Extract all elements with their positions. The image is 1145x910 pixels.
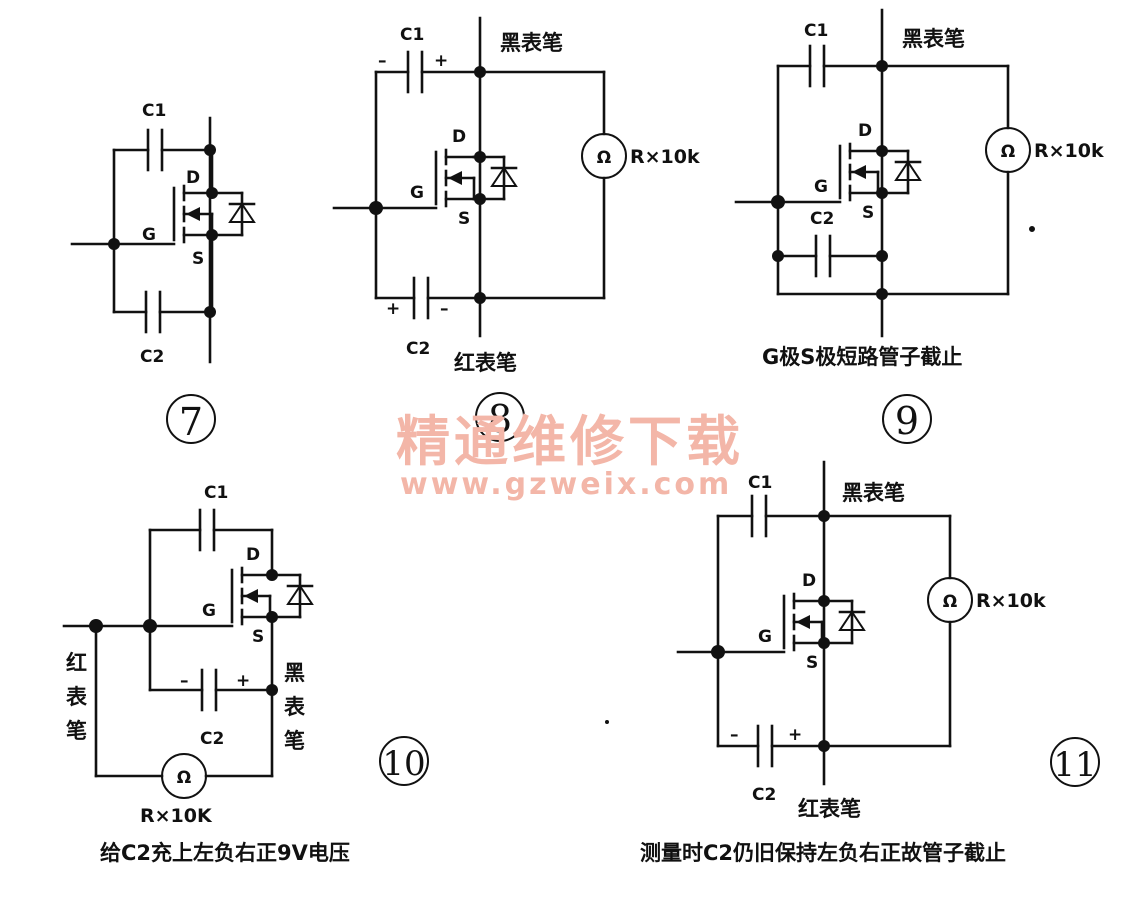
p10-ohm-symbol: Ω [177,768,191,788]
p11-g-label: G [758,627,772,647]
watermark-text: 精通维修下载 [396,410,744,473]
watermark: 精通维修下载 www.gzweix.com [396,410,744,502]
p9-black-probe: 黑表笔 [902,27,965,51]
p10-c2-label: C2 [200,729,224,749]
p11-c2-minus: – [730,725,739,745]
p10-c2-plus: + [236,671,250,691]
p10-black-probe-3: 笔 [284,729,305,753]
p9-c1-label: C1 [804,21,828,41]
p8-g-label: G [410,183,424,203]
p10-black-probe-2: 表 [284,695,306,719]
p11-c1-label: C1 [748,473,772,493]
p8-black-probe: 黑表笔 [500,31,563,55]
p7-c1-label: C1 [142,101,166,121]
p9-range-label: R×10k [1034,140,1104,162]
panel-7: C1 C2 D G S ⑦ 7 [70,101,256,444]
svg-text:8: 8 [488,397,512,441]
p9-c2-label: C2 [810,209,834,229]
p7-d-label: D [186,168,200,188]
p11-ohm-symbol: Ω [943,592,957,612]
panel-8: Ω R×10k C1 – + + – C2 D G S 黑表笔 红表笔 ⑧ [332,16,700,442]
p10-red-probe-3: 笔 [66,719,87,743]
p10-c2-minus: – [180,671,189,691]
p8-c1-plus: + [434,51,448,71]
p10-black-probe-1: 黑 [284,661,305,685]
p8-range-label: R×10k [630,146,700,168]
p8-ohm-symbol: Ω [597,148,611,168]
p8-c2-minus: – [440,299,449,319]
p8-c2-plus: + [386,299,400,319]
p9-g-label: G [814,177,828,197]
p11-s-label: S [806,653,818,673]
p10-caption: 给C2充上左负右正9V电压 [100,841,350,865]
p8-c2-label: C2 [406,339,430,359]
p8-d-label: D [452,127,466,147]
panel-11: Ω R×10k C1 C2 – + D G S 黑表笔 红表笔 测量时C2仍旧保… [605,460,1100,865]
p11-red-probe: 红表笔 [798,797,861,821]
svg-text:9: 9 [895,399,919,443]
panel-10: Ω C1 C2 – + D G S 红 表 笔 黑 表 笔 R×10K 给C2充… [62,483,429,865]
p8-c1-minus: – [378,51,387,71]
p7-g-label: G [142,225,156,245]
p11-c2-plus: + [788,725,802,745]
p8-red-probe: 红表笔 [454,351,517,375]
panel-9: Ω R×10k C1 C2 D G S 黑表笔 G极S极短路管子截止 ⑨ [734,8,1104,444]
p11-d-label: D [802,571,816,591]
p11-c2-label: C2 [752,785,776,805]
p10-s-label: S [252,627,264,647]
p7-s-label: S [192,249,204,269]
p10-red-probe-1: 红 [66,651,87,675]
svg-text:11: 11 [1053,745,1096,785]
p9-d-label: D [858,121,872,141]
p11-caption: 测量时C2仍旧保持左负右正故管子截止 [640,841,1006,865]
p10-d-label: D [246,545,260,565]
svg-text:10: 10 [382,744,425,784]
p10-range-label: R×10K [140,805,213,827]
p7-c2-label: C2 [140,347,164,367]
p10-c1-label: C1 [204,483,228,503]
p11-range-label: R×10k [976,590,1046,612]
p8-c1-label: C1 [400,25,424,45]
p9-s-label: S [862,203,874,223]
svg-text:7: 7 [179,400,203,444]
p10-red-probe-2: 表 [66,685,88,709]
p8-s-label: S [458,209,470,229]
p9-ohm-symbol: Ω [1001,142,1015,162]
p10-g-label: G [202,601,216,621]
watermark-url: www.gzweix.com [400,467,732,502]
p9-caption: G极S极短路管子截止 [762,345,962,369]
p11-black-probe: 黑表笔 [842,481,905,505]
